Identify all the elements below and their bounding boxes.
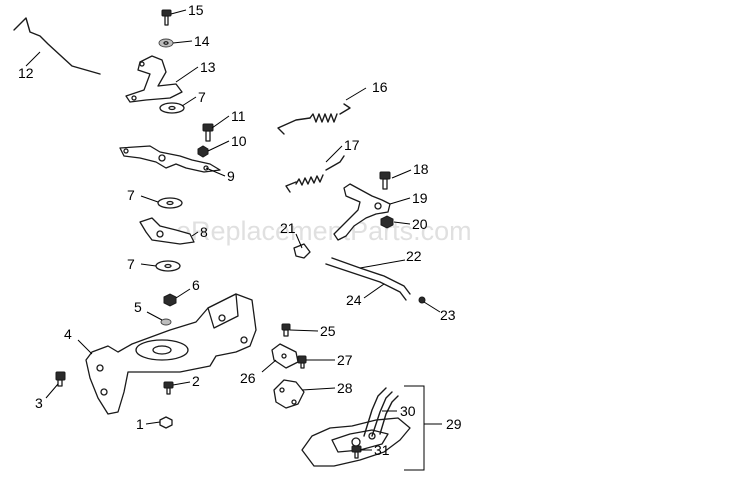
callout-20: 20 [412,216,428,232]
watermark-text: eReplacementParts.com [176,216,472,246]
callout-3: 3 [35,395,43,411]
part-9-control-lever [119,145,221,173]
part-23-clip [418,296,426,304]
callout-7-lower: 7 [127,256,135,272]
part-4-main-bracket [85,293,257,415]
callout-29: 29 [446,416,462,432]
callout-1: 1 [136,416,144,432]
callout-14: 14 [194,33,210,49]
part-6-nut [163,293,177,307]
callout-9: 9 [227,168,235,184]
leader-lines [25,9,442,471]
part-27-screw [297,355,307,369]
callout-2: 2 [192,373,200,389]
part-19-governor-lever [333,183,391,241]
part-12-throttle-link [13,17,101,75]
callout-12: 12 [18,65,34,81]
callout-17: 17 [344,137,360,153]
part-7-washer-top [159,102,185,114]
part-3-screw [55,371,66,387]
part-8-lever [139,217,195,245]
callout-28: 28 [337,380,353,396]
part-10-nut [197,145,209,158]
part-14-washer [158,38,174,48]
callout-19: 19 [412,190,428,206]
callout-13: 13 [200,59,216,75]
part-26-bracket-plate [271,343,299,369]
callout-6: 6 [192,277,200,293]
callout-21: 21 [280,220,296,236]
callout-27: 27 [337,352,353,368]
part-2-screw [163,381,174,395]
part-21-clip [293,243,311,259]
part-28-cover-plate [273,379,305,409]
part-13-lever-bracket [125,55,183,103]
callout-8: 8 [200,224,208,240]
callout-15: 15 [188,2,204,18]
part-1-nut [159,416,173,429]
callout-7-top: 7 [198,89,206,105]
callout-24: 24 [346,292,362,308]
callout-4: 4 [64,326,72,342]
part-17-spring [285,155,345,193]
callout-22: 22 [406,248,422,264]
part-15-screw [161,9,172,26]
part-7-washer-middle [157,197,183,209]
part-31-screw [351,445,362,459]
part-20-nut [380,215,394,229]
part-5-washer [160,318,172,326]
callout-10: 10 [231,133,247,149]
callout-25: 25 [320,323,336,339]
callout-5: 5 [134,299,142,315]
part-7-washer-lower [155,260,181,272]
callout-26: 26 [240,370,256,386]
part-30-cables [363,387,399,437]
part-16-spring [277,103,351,135]
callout-7-middle: 7 [127,187,135,203]
part-22-linkage-rod [331,257,411,295]
callout-labels: 15 14 13 7 11 10 9 12 16 17 18 19 20 21 … [18,2,462,458]
part-25-screw [281,323,291,337]
part-11-bolt [202,123,214,142]
callout-18: 18 [413,161,429,177]
part-18-bolt [379,171,391,190]
callout-30: 30 [400,403,416,419]
callout-31: 31 [374,442,390,458]
part-29-control-assembly [301,417,411,467]
callout-16: 16 [372,79,388,95]
callout-11: 11 [231,108,246,124]
callout-23: 23 [440,307,456,323]
part-24-linkage-rod [325,263,407,301]
